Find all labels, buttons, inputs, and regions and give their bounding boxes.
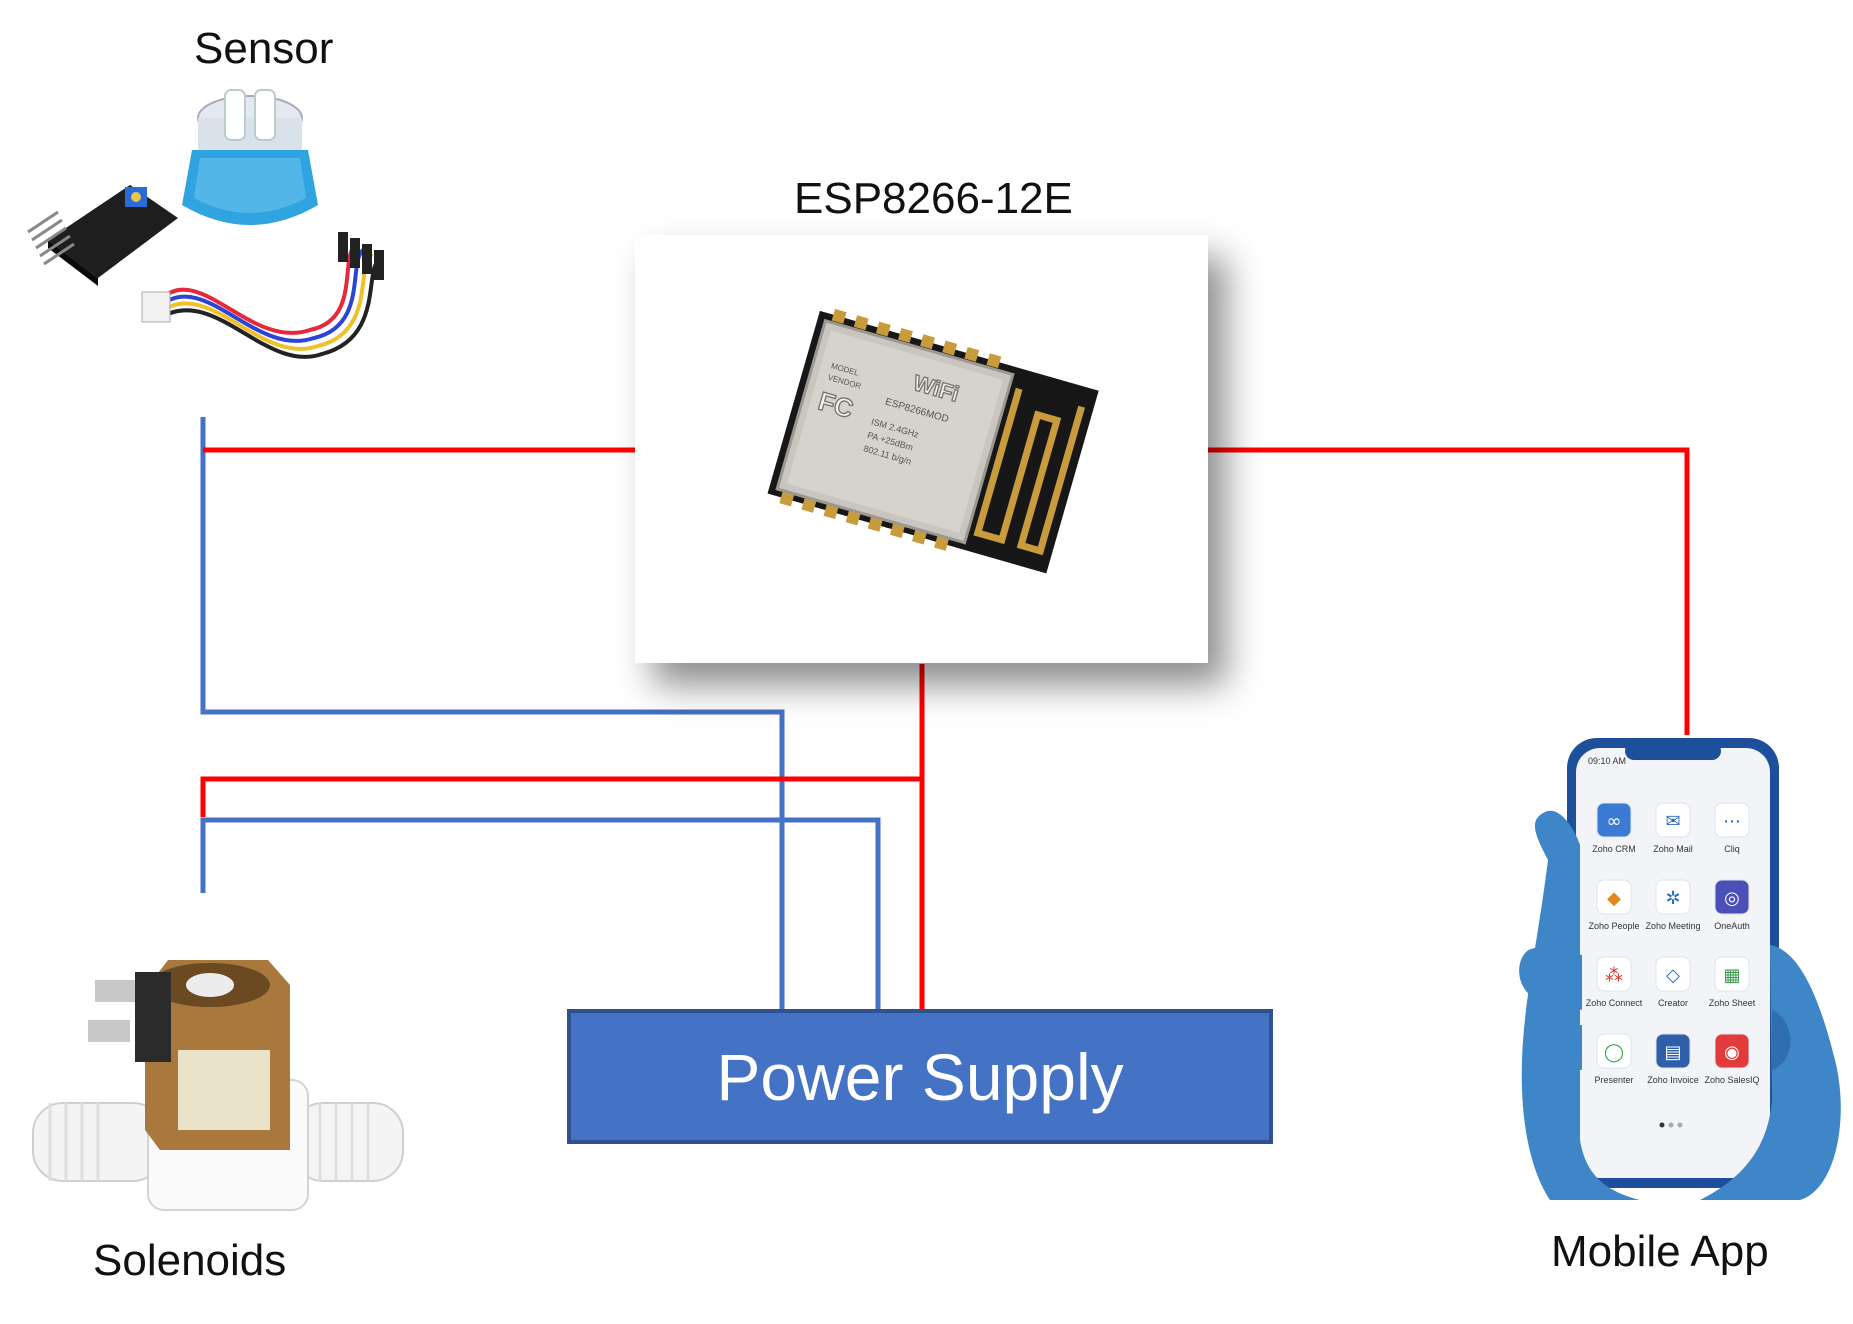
app-icon[interactable] — [1655, 879, 1691, 915]
solenoids-label: Solenoids — [93, 1236, 287, 1285]
app-icon[interactable] — [1714, 802, 1750, 838]
phone-status-time: 09:10 AM — [1588, 756, 1626, 766]
app-label: Cliq — [1724, 844, 1740, 854]
app-icon[interactable] — [1655, 956, 1691, 992]
blue-wire-solenoid-to-power — [200, 817, 881, 1010]
app-icon[interactable] — [1655, 802, 1691, 838]
app-label: Zoho SalesIQ — [1704, 1075, 1759, 1085]
app-grid: ∞ Zoho CRM ✉ Zoho Mail ⋯ Cliq ◆ Zoho People ✲ Zoh… — [1586, 802, 1760, 1085]
app-glyph-icon: ◯ — [1604, 1042, 1624, 1063]
pad — [779, 491, 795, 507]
pad — [986, 353, 1002, 369]
app-icon[interactable] — [1714, 879, 1750, 915]
pad — [934, 535, 949, 551]
app-icon[interactable] — [1596, 879, 1632, 915]
pad — [898, 327, 913, 343]
app-icon[interactable] — [1655, 1033, 1691, 1069]
app-icon[interactable] — [1596, 802, 1632, 838]
app-glyph-icon: ⁂ — [1605, 965, 1623, 986]
app-icon[interactable] — [1596, 1033, 1632, 1069]
app-label: Presenter — [1594, 1075, 1633, 1085]
turbidity-sensor-icon — [27, 89, 384, 359]
app-label: Creator — [1658, 998, 1688, 1008]
castellated-pads — [779, 308, 1002, 551]
pad — [823, 504, 839, 520]
app-glyph-icon: ◎ — [1724, 888, 1740, 909]
sensor-label: Sensor — [194, 24, 334, 73]
pad — [867, 516, 883, 532]
phone-in-hand-icon: 09:10 AM ∞ Zoho CRM ✉ Zoho Mail ⋯ Cliq ◆ Zoho P… — [1519, 738, 1841, 1200]
pad — [942, 340, 958, 356]
pad — [801, 497, 817, 513]
app-label: Zoho Sheet — [1709, 998, 1756, 1008]
app-label: Zoho CRM — [1592, 844, 1636, 854]
app-label: Zoho Connect — [1586, 998, 1643, 1008]
power-supply-label: Power Supply — [716, 1039, 1124, 1114]
pad — [853, 315, 869, 331]
pad — [845, 510, 861, 526]
blue-wire-sensor-to-power — [200, 417, 785, 1010]
mobile-app-label: Mobile App — [1551, 1227, 1769, 1276]
app-glyph-icon: ✲ — [1665, 888, 1680, 909]
app-label: Zoho Meeting — [1645, 921, 1700, 931]
pad — [889, 523, 905, 539]
red-wire-solenoid-to-power — [200, 776, 922, 817]
red-wire-esp-to-mobile — [1208, 447, 1690, 735]
app-icon[interactable] — [1714, 956, 1750, 992]
app-icon[interactable] — [1596, 956, 1632, 992]
app-glyph-icon: ∞ — [1607, 811, 1622, 832]
app-glyph-icon: ⋯ — [1723, 811, 1741, 832]
app-glyph-icon: ▦ — [1723, 965, 1740, 986]
app-label: Zoho Mail — [1653, 844, 1693, 854]
esp8266-chip-icon: WiFi FC MODEL VENDOR ESP8266MOD ISM 2.4G… — [767, 308, 1099, 574]
app-glyph-icon: ✉ — [1665, 811, 1680, 832]
pad — [964, 346, 980, 362]
app-glyph-icon: ◇ — [1666, 965, 1680, 986]
app-glyph-icon: ◉ — [1724, 1042, 1740, 1063]
app-glyph-icon: ▤ — [1664, 1042, 1681, 1063]
app-label: OneAuth — [1714, 921, 1750, 931]
app-label: Zoho People — [1588, 921, 1639, 931]
app-icon[interactable] — [1714, 1033, 1750, 1069]
app-label: Zoho Invoice — [1647, 1075, 1699, 1085]
app-glyph-icon: ◆ — [1607, 888, 1621, 909]
pad — [831, 308, 847, 324]
solenoid-valve-icon — [32, 960, 404, 1211]
power-supply-box: Power Supply — [567, 1009, 1273, 1144]
esp8266-label: ESP8266-12E — [794, 174, 1073, 223]
red-wires — [200, 447, 1690, 1010]
pad — [875, 321, 891, 337]
pad — [911, 529, 927, 545]
pad — [920, 334, 935, 350]
blue-wires — [200, 417, 881, 1010]
esp8266-module-box: WiFi FC MODEL VENDOR ESP8266MOD ISM 2.4G… — [635, 235, 1208, 663]
